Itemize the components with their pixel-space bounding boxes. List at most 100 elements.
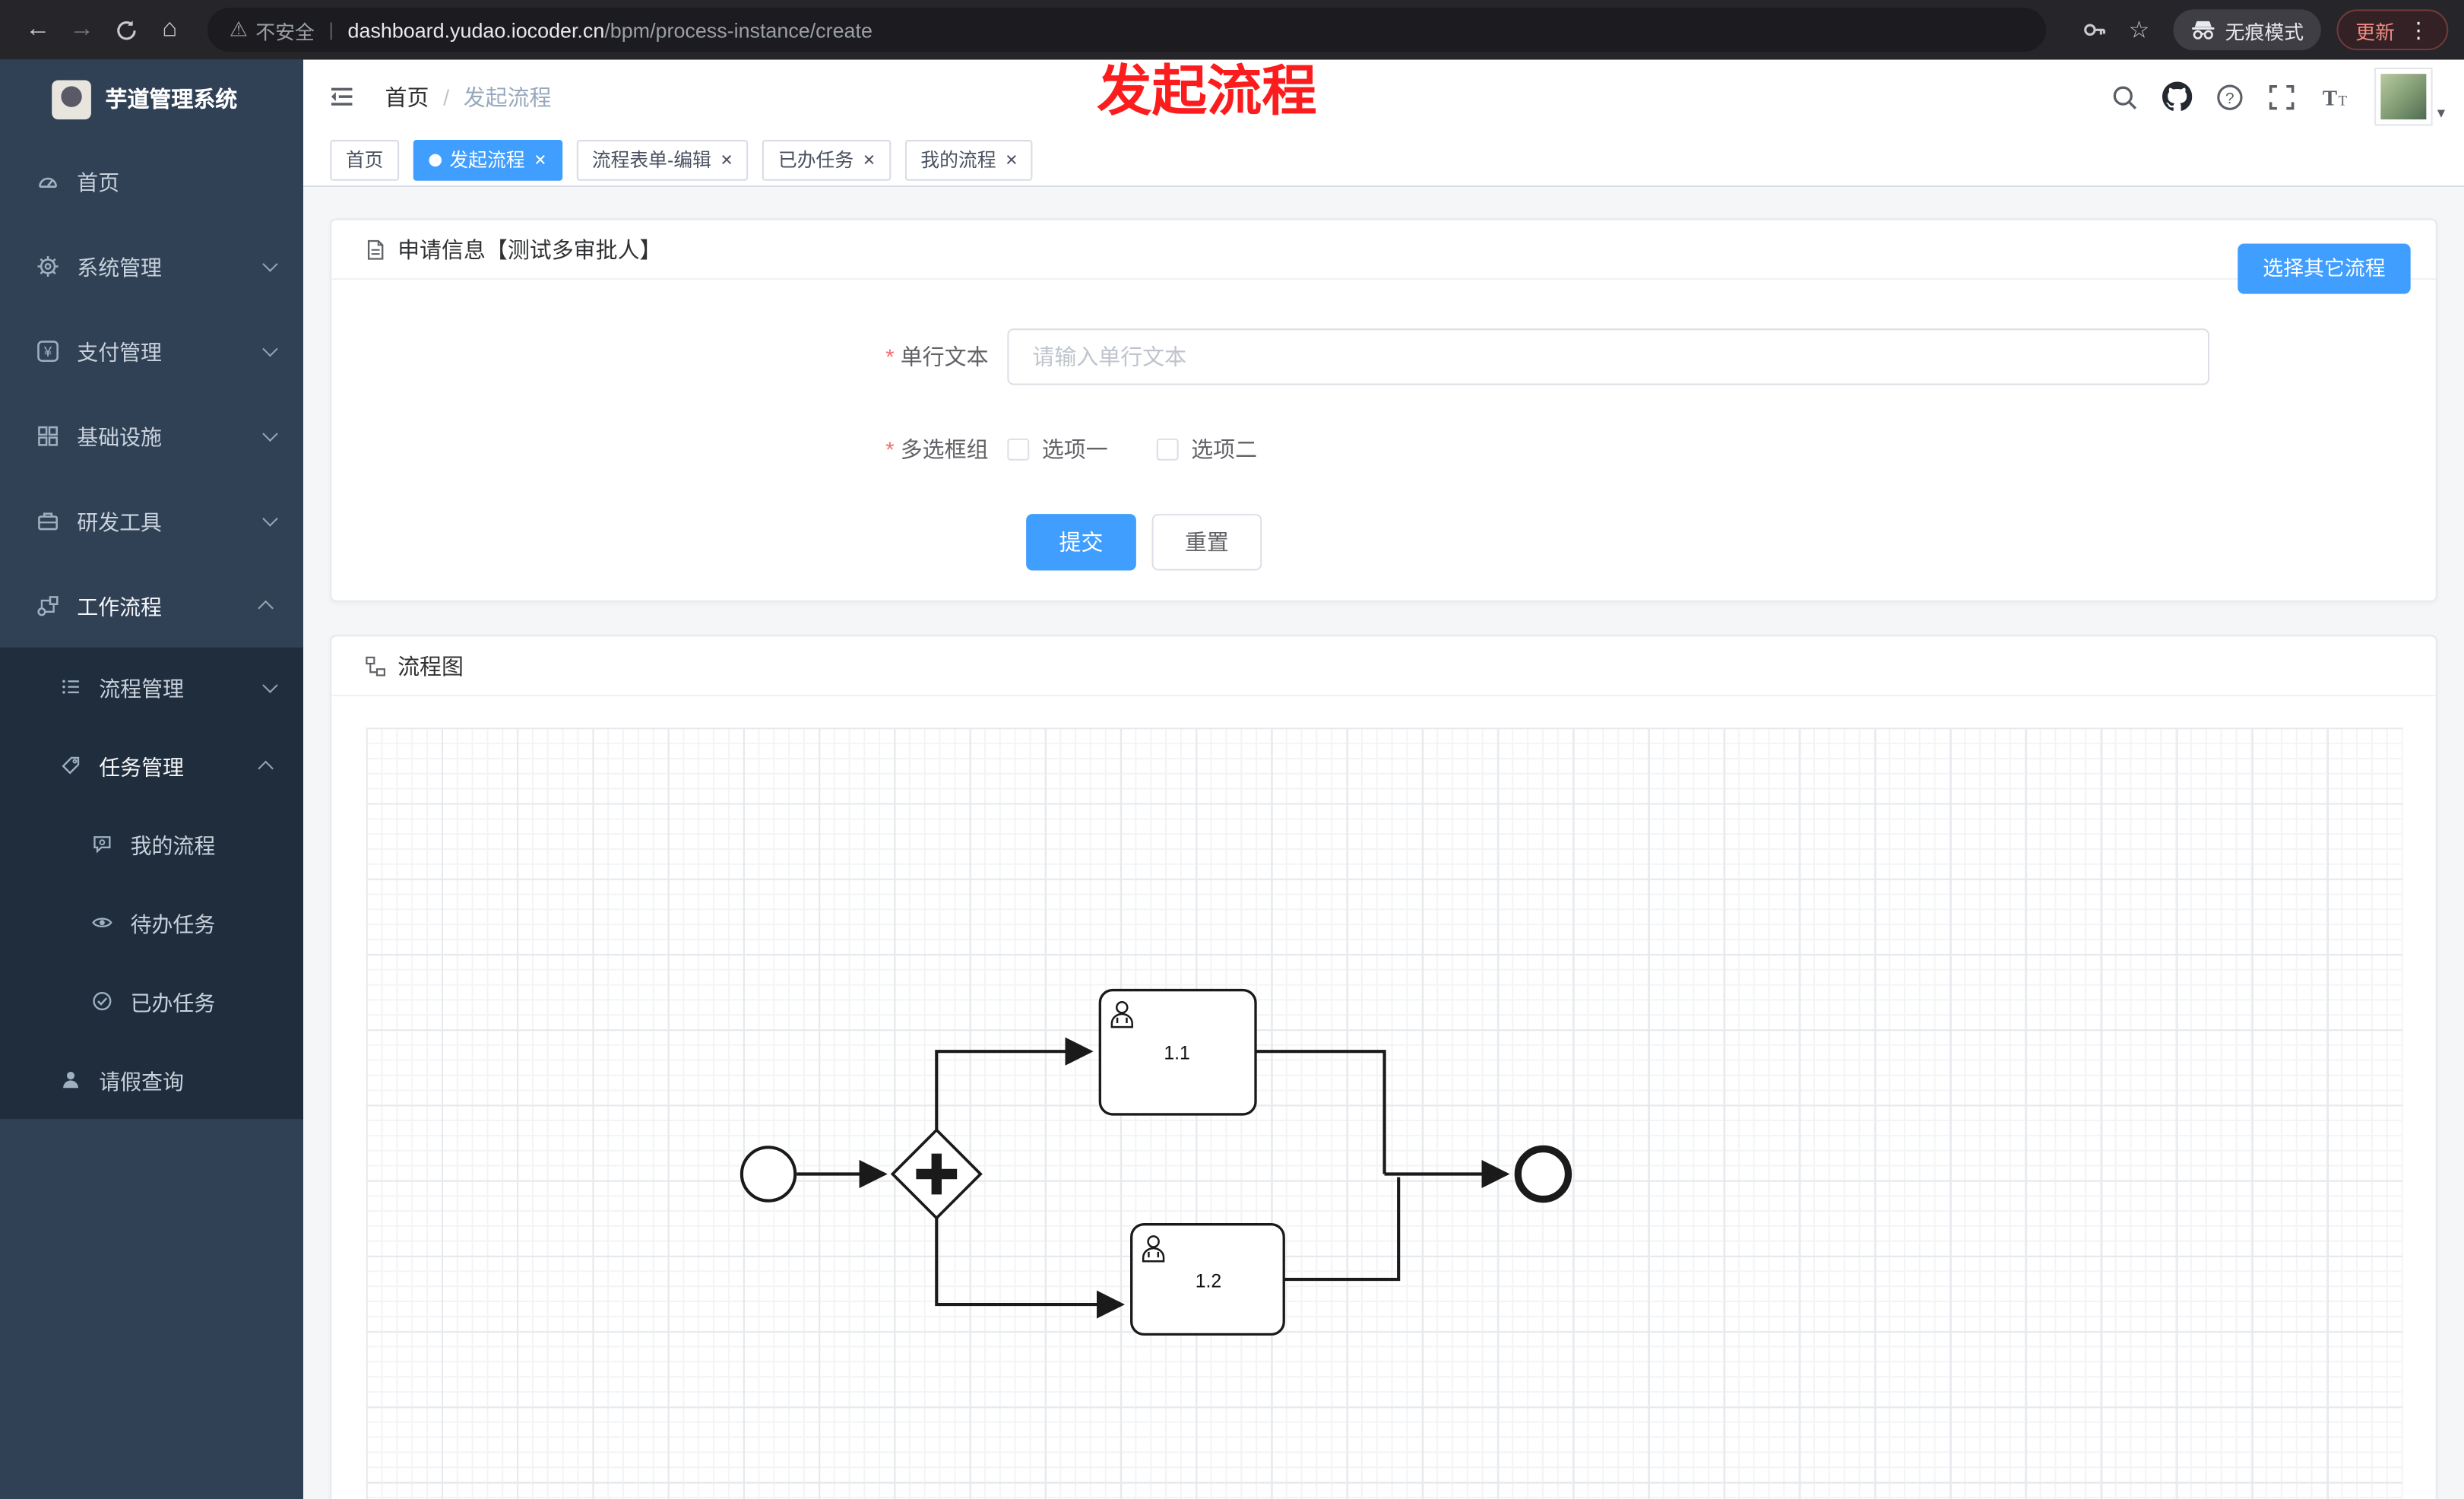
- github-icon[interactable]: [2162, 81, 2193, 112]
- checkbox-icon[interactable]: [1007, 438, 1030, 461]
- browser-reload-icon[interactable]: [103, 8, 147, 52]
- sidebar-logo[interactable]: 芋道管理系统: [0, 60, 303, 138]
- chevron-down-icon: [262, 255, 278, 271]
- update-label: 更新: [2355, 21, 2396, 43]
- bookmark-star-icon[interactable]: ☆: [2128, 17, 2150, 44]
- checkbox-label: 选项二: [1191, 436, 1258, 462]
- tab-label: 已办任务: [778, 149, 854, 172]
- yen-icon: ¥: [36, 339, 60, 363]
- end-event[interactable]: [1514, 1145, 1572, 1203]
- chevron-up-icon: [258, 599, 274, 616]
- sidebar-item-home[interactable]: 首页: [0, 138, 303, 223]
- diagram-card-title: 流程图: [397, 653, 464, 679]
- tab-initiate-process[interactable]: 发起流程 ×: [413, 138, 562, 180]
- flow-task1-out[interactable]: [1256, 1050, 1386, 1174]
- tab-home[interactable]: 首页: [330, 138, 400, 180]
- sidebar-item-label: 首页: [77, 171, 120, 195]
- tab-my-process[interactable]: 我的流程 ×: [904, 138, 1034, 180]
- checkbox-icon[interactable]: [1156, 438, 1179, 461]
- sidebar-item-label: 系统管理: [77, 256, 162, 280]
- sidebar-item-system[interactable]: 系统管理: [0, 223, 303, 309]
- sidebar-item-workflow[interactable]: 工作流程: [0, 563, 303, 648]
- submit-button[interactable]: 提交: [1026, 514, 1136, 571]
- sidebar-item-label: 基础设施: [77, 426, 162, 450]
- breadcrumb-home[interactable]: 首页: [385, 84, 429, 109]
- checkbox-option-1[interactable]: 选项一: [1007, 434, 1108, 465]
- tab-label: 流程表单-编辑: [591, 149, 711, 172]
- form-actions: 提交 重置: [1026, 514, 2436, 571]
- sidebar-item-label: 流程管理: [99, 677, 184, 702]
- checkbox-option-2[interactable]: 选项二: [1156, 434, 1258, 465]
- gear-icon: [36, 254, 60, 277]
- sidebar-item-label: 已办任务: [130, 991, 216, 1016]
- sidebar-item-devtools[interactable]: 研发工具: [0, 478, 303, 563]
- person-icon: [60, 1069, 82, 1091]
- application-form-card: 申请信息【测试多审批人】 选择其它流程 *单行文本 *多选框组: [330, 218, 2437, 602]
- flow-task2-out[interactable]: [1284, 1177, 1401, 1282]
- browser-forward-icon[interactable]: →: [68, 15, 95, 43]
- address-bar[interactable]: ⚠ 不安全 | dashboard.yudao.iocoder.cn /bpm/…: [207, 8, 2047, 52]
- browser-back-icon[interactable]: ←: [25, 15, 51, 43]
- reset-button[interactable]: 重置: [1151, 514, 1262, 571]
- tab-close-icon[interactable]: ×: [721, 147, 733, 172]
- flow-gateway-to-task1[interactable]: [935, 1037, 1094, 1132]
- sidebar-item-payment[interactable]: ¥ 支付管理: [0, 308, 303, 393]
- tab-close-icon[interactable]: ×: [1005, 147, 1018, 172]
- sidebar-item-my-process[interactable]: 我的流程: [0, 805, 303, 883]
- sidebar-item-done-tasks[interactable]: 已办任务: [0, 962, 303, 1040]
- logo-avatar: [52, 79, 91, 119]
- user-task-1-1[interactable]: 1.1: [1098, 988, 1257, 1116]
- sidebar-item-label: 研发工具: [77, 510, 162, 534]
- svg-text:T: T: [2323, 85, 2337, 109]
- process-list-icon: [60, 676, 82, 698]
- chevron-down-icon: [262, 340, 278, 357]
- tab-process-form-edit[interactable]: 流程表单-编辑 ×: [576, 138, 749, 180]
- search-icon[interactable]: [2111, 83, 2139, 111]
- tab-close-icon[interactable]: ×: [534, 147, 546, 172]
- form-card-header: 申请信息【测试多审批人】: [331, 220, 2436, 280]
- tab-done-tasks[interactable]: 已办任务 ×: [762, 138, 891, 180]
- bpmn-canvas[interactable]: 1.1 1.2: [366, 727, 2403, 1499]
- sidebar-item-process-mgmt[interactable]: 流程管理: [0, 648, 303, 726]
- chevron-up-icon: [258, 759, 274, 776]
- sidebar-item-todo-tasks[interactable]: 待办任务: [0, 883, 303, 962]
- flow-gateway-to-task2[interactable]: [935, 1216, 1125, 1319]
- address-divider: |: [328, 18, 334, 41]
- sidebar-collapse-icon[interactable]: [327, 82, 356, 112]
- browser-menu-icon[interactable]: ⋮: [2407, 16, 2430, 42]
- tab-label: 发起流程: [449, 149, 525, 172]
- svg-text:?: ?: [2225, 89, 2234, 106]
- chevron-down-icon: [262, 425, 278, 442]
- dashboard-icon: [36, 169, 60, 192]
- sidebar-item-task-mgmt[interactable]: 任务管理: [0, 726, 303, 804]
- incognito-chip[interactable]: 无痕模式: [2173, 9, 2321, 51]
- diagram-card-header: 流程图: [331, 636, 2436, 696]
- tab-close-icon[interactable]: ×: [863, 147, 876, 172]
- fullscreen-icon[interactable]: [2267, 83, 2295, 111]
- browser-home-icon[interactable]: ⌂: [162, 15, 178, 43]
- url-path: /bpm/process-instance/create: [604, 17, 873, 42]
- security-label[interactable]: 不安全: [255, 21, 315, 43]
- single-line-text-input[interactable]: [1007, 328, 2210, 385]
- start-event[interactable]: [740, 1146, 797, 1203]
- avatar[interactable]: [2374, 67, 2433, 126]
- browser-update-chip[interactable]: 更新 ⋮: [2336, 9, 2449, 51]
- sidebar-item-infrastructure[interactable]: 基础设施: [0, 393, 303, 478]
- choose-other-process-button[interactable]: 选择其它流程: [2238, 243, 2411, 294]
- required-mark: *: [885, 436, 895, 462]
- user-task-1-2[interactable]: 1.2: [1130, 1223, 1285, 1336]
- tab-label: 我的流程: [920, 149, 996, 172]
- security-warning-icon: ⚠: [229, 17, 248, 41]
- sidebar: 芋道管理系统 首页 系统管理 ¥ 支付管理 基础设施: [0, 59, 304, 1499]
- svg-text:T: T: [2339, 92, 2348, 108]
- document-icon: [365, 238, 387, 260]
- sidebar-item-label: 任务管理: [99, 756, 184, 780]
- password-key-icon[interactable]: [2082, 17, 2107, 43]
- sidebar-item-leave-query[interactable]: 请假查询: [0, 1041, 303, 1119]
- help-icon[interactable]: ?: [2215, 83, 2244, 111]
- parallel-gateway[interactable]: [890, 1127, 983, 1221]
- checkbox-group-label: *多选框组: [885, 436, 989, 462]
- user-menu[interactable]: ▾: [2374, 67, 2445, 126]
